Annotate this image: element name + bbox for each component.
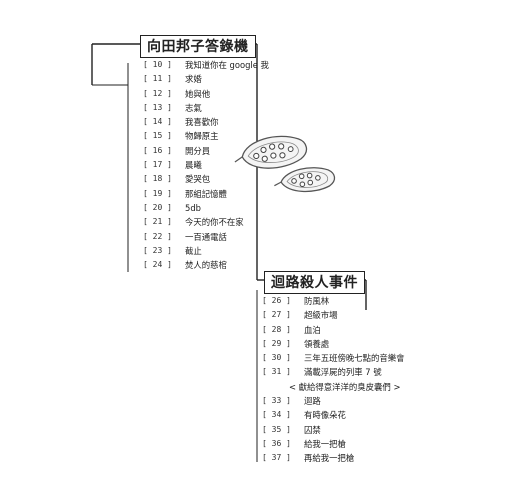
list-item: [ 21 ] 今天的你不在家	[143, 215, 269, 229]
entry-number: [ 16 ]	[143, 145, 172, 155]
entry-subtitle: < 獻給得意洋洋的臭皮囊們 >	[289, 381, 401, 392]
entry-number: [ 19 ]	[143, 188, 172, 198]
list-item: [ 27 ] 超級市場	[262, 308, 405, 322]
list-item: [ 36 ] 給我一把槍	[262, 437, 405, 451]
entry-number: [ 36 ]	[262, 438, 291, 448]
entry-number: [ 34 ]	[262, 410, 291, 420]
entry-number: [ 10 ]	[143, 60, 172, 69]
entry-number: [ 20 ]	[143, 202, 172, 212]
entry-title: 有時像朵花	[304, 410, 346, 421]
entry-number: [ 27 ]	[262, 310, 291, 320]
entry-title: 迴路	[304, 396, 321, 407]
entry-number: [ 35 ]	[262, 424, 291, 434]
list-item: [ 16 ] 開分員	[143, 144, 269, 158]
list-item: [ 26 ] 防風林	[262, 294, 405, 308]
entry-title: 再給我一把槍	[304, 453, 355, 464]
entry-title: 一百通電話	[185, 231, 227, 242]
entry-title: 三年五班傍晚七點的音樂會	[304, 353, 405, 364]
entry-number: [ 33 ]	[262, 396, 291, 406]
list-item: [ 20 ] 5db	[143, 201, 269, 215]
entry-title: 囚禁	[304, 424, 321, 435]
list-item: [ 14 ] 我喜歡你	[143, 115, 269, 129]
list-item: [ 15 ] 物歸原主	[143, 129, 269, 143]
list-item: [ 35 ] 囚禁	[262, 423, 405, 437]
entry-title: 超級市場	[304, 310, 338, 321]
leaf-ornament-small-icon	[274, 167, 336, 193]
entry-number: [ 30 ]	[262, 353, 291, 363]
list-item: [ 30 ] 三年五班傍晚七點的音樂會	[262, 351, 405, 365]
entry-title: 她與他	[185, 88, 211, 99]
section1-list: [ 10 ]我知道你在 google 我 [ 11 ]求婚 [ 12 ]她與他 …	[143, 58, 269, 272]
list-item: [ 12 ] 她與他	[143, 87, 269, 101]
entry-title: 求婚	[185, 74, 202, 85]
entry-title: 領養處	[304, 338, 330, 349]
entry-title: 我喜歡你	[185, 117, 219, 128]
entry-number: [ 24 ]	[143, 260, 172, 270]
entry-number: [ 13 ]	[143, 102, 172, 112]
list-item: [ 18 ] 愛哭包	[143, 172, 269, 186]
list-item: [ 31 ] 滿載浮屍的列車 7 號	[262, 365, 405, 379]
entry-number: [ 17 ]	[143, 160, 172, 170]
list-item: [ 37 ] 再給我一把槍	[262, 451, 405, 465]
entry-number: [ 15 ]	[143, 131, 172, 141]
section2-list: [ 26 ]防風林 [ 27 ]超級市場 [ 28 ]血泊 [ 29 ]領養處 …	[262, 294, 405, 466]
entry-number: [ 29 ]	[262, 338, 291, 348]
entry-title: 愛哭包	[185, 174, 211, 185]
list-item: [ 23 ] 截止	[143, 244, 269, 258]
entry-number: [ 28 ]	[262, 324, 291, 334]
list-item: [ 22 ] 一百通電話	[143, 230, 269, 244]
entry-number: [ 37 ]	[262, 453, 291, 463]
entry-number: [ 11 ]	[143, 74, 172, 84]
leaf-ornament-large-icon	[234, 135, 308, 169]
list-item: [ 29 ] 領養處	[262, 337, 405, 351]
entry-title: 焚人的慈棺	[185, 260, 227, 271]
list-item: [ 17 ] 晨曦	[143, 158, 269, 172]
list-item: [ 24 ] 焚人的慈棺	[143, 258, 269, 272]
list-item: [ 33 ] 迴路	[262, 394, 405, 408]
entry-title: 5db	[185, 202, 201, 213]
list-item: [ 19 ] 那組記憶體	[143, 187, 269, 201]
entry-title: 物歸原主	[185, 131, 219, 142]
entry-number: [ 12 ]	[143, 88, 172, 98]
entry-number: [ 26 ]	[262, 296, 291, 305]
entry-number: [ 14 ]	[143, 117, 172, 127]
entry-title: 防風林	[304, 296, 330, 306]
section1-title: 向田邦子答錄機	[140, 35, 256, 58]
entry-title: 血泊	[304, 324, 321, 335]
list-item: [ 10 ] 我知道你在 google 我	[143, 58, 269, 72]
entry-title: 截止	[185, 245, 202, 256]
entry-number: [ 22 ]	[143, 231, 172, 241]
list-item: [ 34 ] 有時像朵花	[262, 408, 405, 422]
list-item: [ 11 ] 求婚	[143, 72, 269, 86]
section2-title: 迴路殺人事件	[264, 271, 365, 294]
entry-number: [ 21 ]	[143, 217, 172, 227]
entry-number: [ 23 ]	[143, 245, 172, 255]
list-item: [ 28 ] 血泊	[262, 323, 405, 337]
entry-number: [ 31 ]	[262, 367, 291, 377]
entry-title: 滿載浮屍的列車 7 號	[304, 367, 382, 378]
entry-title: 我知道你在 google 我	[185, 60, 269, 70]
entry-title: 那組記憶體	[185, 188, 227, 199]
entry-title: 今天的你不在家	[185, 217, 244, 228]
entry-number: [ 18 ]	[143, 174, 172, 184]
entry-title: 晨曦	[185, 160, 202, 171]
entry-title: 志氣	[185, 102, 202, 113]
entry-title: 開分員	[185, 145, 211, 156]
entry-title: 給我一把槍	[304, 438, 346, 449]
list-item: [ 13 ] 志氣	[143, 101, 269, 115]
